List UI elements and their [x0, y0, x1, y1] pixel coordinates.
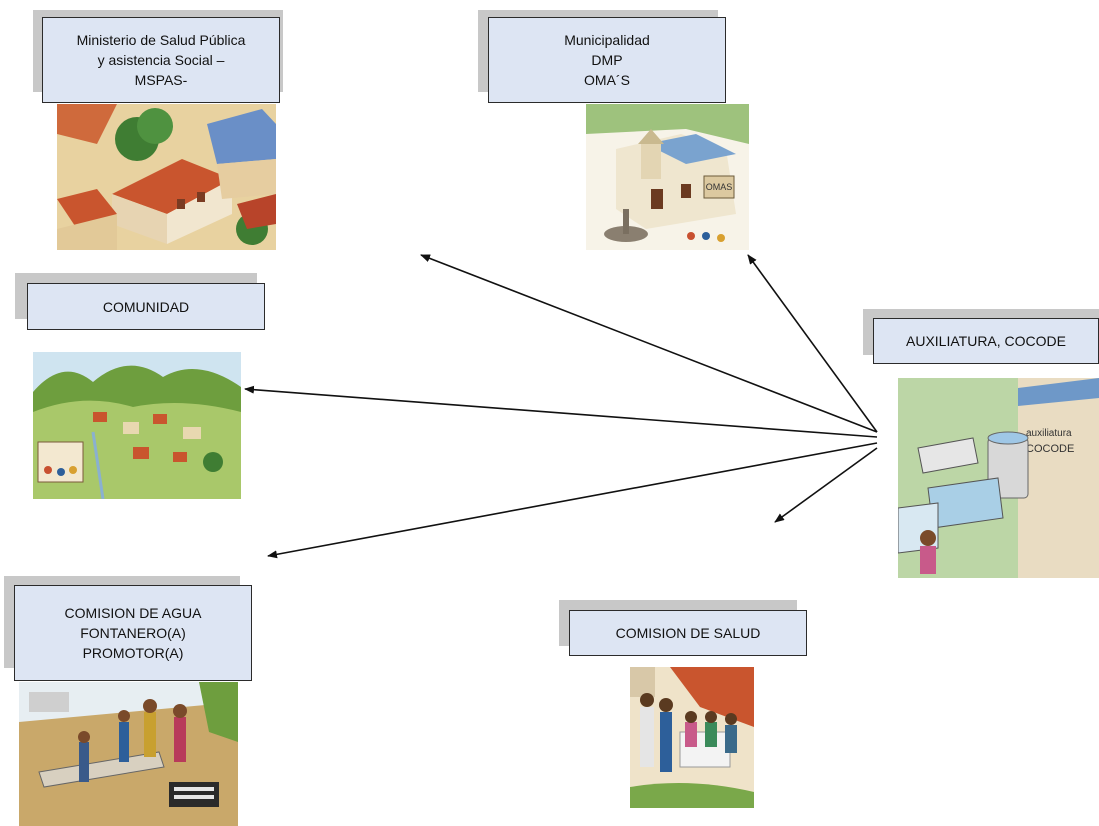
mspas-label: Ministerio de Salud Pública y asistencia…	[42, 17, 280, 103]
arrow-to-comision-agua	[267, 442, 878, 559]
municipalidad-label: Municipalidad DMP OMA´S	[488, 17, 726, 103]
comision-agua-label-text: COMISION DE AGUA FONTANERO(A) PROMOTOR(A…	[64, 605, 202, 661]
water-tank-auxiliatura-illustration: auxiliatura COCODE	[898, 378, 1099, 578]
comision-agua-label: COMISION DE AGUA FONTANERO(A) PROMOTOR(A…	[14, 585, 252, 681]
arrow-to-municipalidad	[747, 254, 878, 433]
auxiliatura-sign-line2: COCODE	[1026, 443, 1074, 455]
municipal-building-illustration: OMAS	[586, 104, 749, 250]
arrow-to-comunidad	[244, 385, 878, 438]
auxiliatura-label: AUXILIATURA, COCODE	[873, 318, 1099, 364]
health-center-building-illustration	[57, 104, 276, 250]
arrow-to-comision-salud	[774, 447, 878, 523]
auxiliatura-label-text: AUXILIATURA, COCODE	[906, 333, 1066, 349]
mspas-label-text: Ministerio de Salud Pública y asistencia…	[76, 32, 246, 88]
omas-sign-text: OMAS	[706, 182, 733, 192]
comision-salud-label-text: COMISION DE SALUD	[615, 625, 761, 641]
health-meeting-illustration	[630, 667, 754, 808]
comision-salud-label: COMISION DE SALUD	[569, 610, 807, 656]
arrow-to-mspas	[420, 254, 878, 433]
municipalidad-label-text: Municipalidad DMP OMA´S	[564, 32, 650, 88]
comunidad-label: COMUNIDAD	[27, 283, 265, 330]
comunidad-label-text: COMUNIDAD	[102, 298, 190, 315]
auxiliatura-sign-line1: auxiliatura	[1026, 428, 1072, 439]
water-pipe-workers-illustration	[19, 682, 238, 826]
community-village-illustration	[33, 352, 241, 499]
